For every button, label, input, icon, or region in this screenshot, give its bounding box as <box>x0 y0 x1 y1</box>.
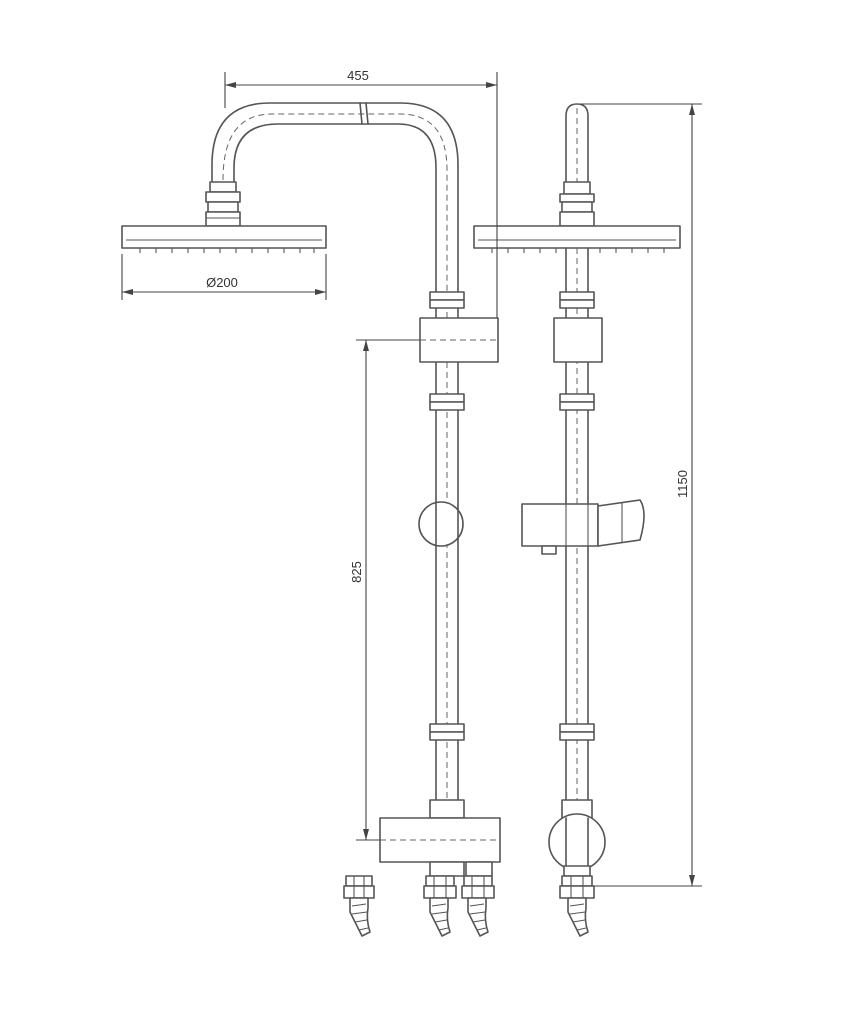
side-mixer-body <box>548 813 606 877</box>
overhead-arm <box>211 102 459 293</box>
nozzles <box>139 248 315 253</box>
dimension-head-diameter: Ø200 <box>121 254 327 300</box>
inlet-connector-right <box>461 875 495 937</box>
mixer-body <box>379 817 501 877</box>
front-view <box>121 102 501 937</box>
side-wall-bracket <box>553 317 603 363</box>
side-hand-shower-holder <box>521 499 645 555</box>
dimension-total-height: 1150 <box>580 103 702 887</box>
dimension-arm-reach: 455 <box>224 68 498 318</box>
side-inlet-connector <box>559 875 595 937</box>
inlet-connector-mid <box>423 875 457 937</box>
head-connector <box>205 181 241 227</box>
rain-shower-head <box>121 225 327 253</box>
dimension-rail-height: 825 <box>349 339 420 841</box>
inlet-connector-left <box>343 875 375 937</box>
riser-pipe <box>429 291 465 819</box>
head-diameter-label: Ø200 <box>206 275 238 290</box>
total-height-label: 1150 <box>675 470 690 498</box>
side-pipe-top <box>559 103 595 227</box>
rail-height-label: 825 <box>349 561 364 583</box>
slider-knob <box>418 501 464 547</box>
wall-bracket-upper <box>419 317 500 363</box>
side-view <box>473 103 681 937</box>
arm-reach-label: 455 <box>347 68 369 83</box>
